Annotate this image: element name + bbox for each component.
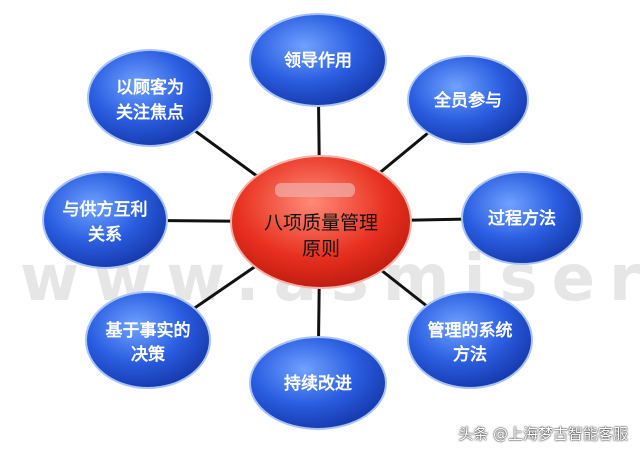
principle-node: 持续改进 [249,336,387,430]
center-node: 八项质量管理 原则 [230,155,412,289]
principle-node: 全员参与 [407,55,529,145]
svg-text:八项质量管理: 八项质量管理 [264,212,378,234]
svg-text:与供方互利: 与供方互利 [63,199,148,220]
principle-node: 与供方互利 关系 [42,171,168,269]
principle-node: 基于事实的 决策 [85,291,211,389]
svg-text:持续改进: 持续改进 [284,373,352,394]
principle-node: 过程方法 [461,171,583,265]
svg-text:方法: 方法 [453,344,487,365]
svg-text:关系: 关系 [88,224,122,245]
svg-text:决策: 决策 [131,344,166,365]
svg-text:领导作用: 领导作用 [284,50,352,71]
svg-text:过程方法: 过程方法 [488,208,556,229]
svg-text:基于事实的: 基于事实的 [105,320,191,341]
principle-node: 以顾客为 关注焦点 [87,49,213,147]
source-credit: 头条 @上海梦古智能客服 [458,425,628,443]
svg-text:管理的系统: 管理的系统 [428,320,513,341]
svg-text:原则: 原则 [302,238,340,260]
svg-text:全员参与: 全员参与 [433,90,502,111]
principle-node: 管理的系统 方法 [407,291,533,389]
blurred-text [275,183,355,197]
principle-node: 领导作用 [249,13,387,107]
svg-text:关注焦点: 关注焦点 [116,102,184,123]
svg-text:以顾客为: 以顾客为 [116,77,184,98]
